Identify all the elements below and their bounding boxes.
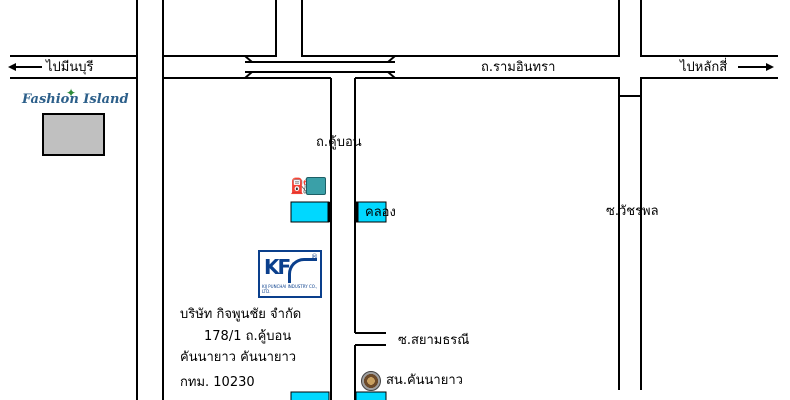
bridge-bottom-left-flare xyxy=(244,71,253,79)
bird-icon: ✦ xyxy=(66,86,77,100)
arrow-right-icon xyxy=(738,63,774,71)
fashion-island-logo: Fashion Island xyxy=(22,92,129,107)
label-khubon-road: ถ.คู้บอน xyxy=(316,135,362,150)
arrow-left-icon xyxy=(8,63,42,71)
company-address-line2: คันนายาว คันนายาว xyxy=(180,350,297,365)
station-leaf-icon xyxy=(306,177,326,195)
label-to-minburi: ไปมีนบุรี xyxy=(46,60,94,75)
fashion-island-building xyxy=(42,113,105,156)
label-police-station: สน.คันนายาว xyxy=(386,373,463,388)
company-logo: KF ® KIJ PUNCHAI INDUSTRY CO., LTD. xyxy=(258,250,322,298)
registered-icon: ® xyxy=(311,253,318,261)
label-sayamtharani: ซ.สยามธรณี xyxy=(398,333,470,348)
right-road-gap xyxy=(619,0,641,395)
upper-center-road-gap xyxy=(276,0,302,57)
lower-marker-left xyxy=(290,391,330,400)
label-khlong: คลอง xyxy=(365,205,396,220)
khlong-bridge-left xyxy=(290,201,330,223)
label-ramintra-road: ถ.รามอินทรา xyxy=(481,60,556,75)
wave-icon xyxy=(288,258,317,283)
label-watcharaphon: ซ.วัชรพล xyxy=(606,204,659,219)
company-address-line3: กทม. 10230 xyxy=(180,375,255,390)
fuel-pump-icon: ⛽ xyxy=(290,177,309,195)
lower-marker-right xyxy=(355,391,387,400)
khubon-road-gap xyxy=(331,77,355,400)
company-logo-small-text: KIJ PUNCHAI INDUSTRY CO., LTD. xyxy=(262,284,318,294)
company-name: บริษัท กิจพูนชัย จำกัด xyxy=(180,307,302,322)
ramintra-bridge-gap xyxy=(245,57,395,77)
police-emblem-icon xyxy=(361,371,381,391)
company-address-line1: 178/1 ถ.คู้บอน xyxy=(204,329,292,344)
left-road-gap xyxy=(137,0,163,400)
bridge-bottom-right-flare xyxy=(387,71,396,79)
label-to-laksi: ไปหลักสี่ xyxy=(680,60,728,75)
company-logo-text: KF xyxy=(264,255,291,279)
